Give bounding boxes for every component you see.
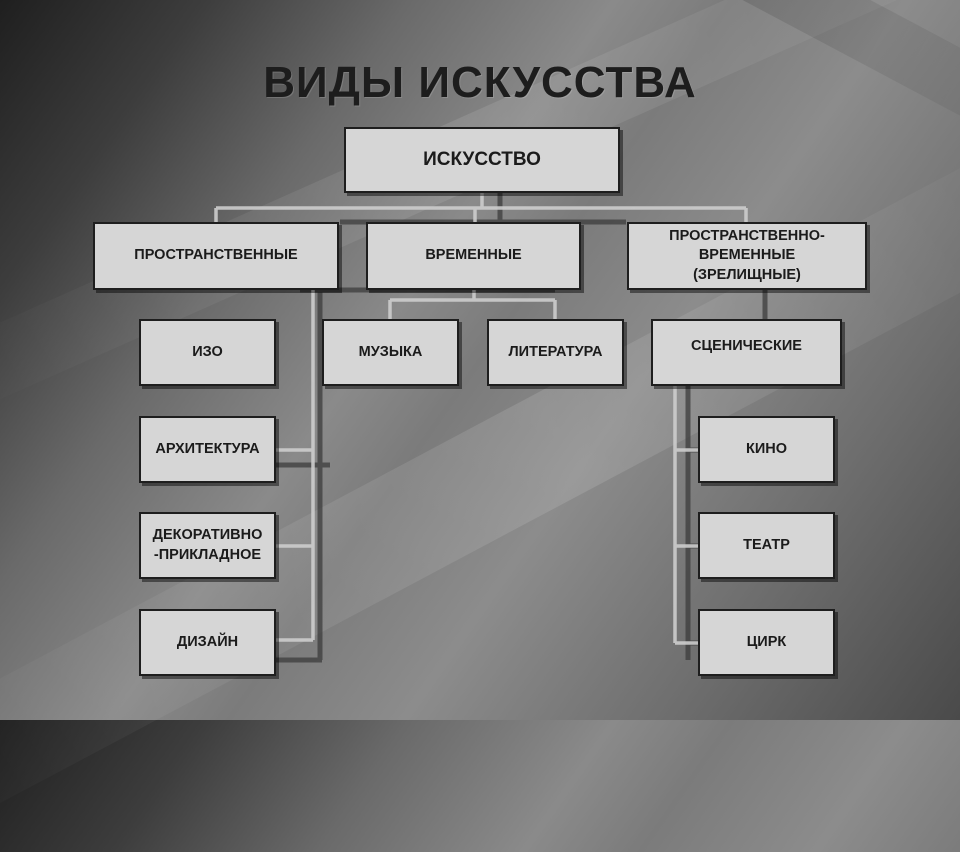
node-music-label: МУЗЫКА xyxy=(358,343,423,360)
node-design-label: ДИЗАЙН xyxy=(176,633,239,650)
node-decorative-applied-label-line-2: -ПРИКЛАДНОЕ xyxy=(153,546,262,563)
node-circus-label: ЦИРК xyxy=(746,633,787,650)
node-temporal-arts-label: ВРЕМЕННЫЕ xyxy=(425,247,522,264)
connector-lines xyxy=(214,193,768,663)
node-spatial-arts: ПРОСТРАНСТВЕННЫЕ xyxy=(93,222,339,290)
node-spatial-arts-label: ПРОСТРАНСТВЕННЫЕ xyxy=(134,247,298,264)
node-decorative-applied-label-line-1: ДЕКОРАТИВНО xyxy=(152,526,263,543)
node-circus: ЦИРК xyxy=(698,609,835,676)
node-art-label: ИСКУССТВО xyxy=(423,149,541,171)
node-literature: ЛИТЕРАТУРА xyxy=(487,319,624,386)
node-art: ИСКУССТВО xyxy=(344,127,620,193)
page-title: ВИДЫ ИСКУССТВА xyxy=(263,58,697,107)
node-architecture: АРХИТЕКТУРА xyxy=(139,416,276,483)
node-spatiotemporal-arts-label-line-3: (ЗРЕЛИЩНЫЕ) xyxy=(693,266,801,283)
connectors-light xyxy=(214,193,748,645)
node-architecture-label: АРХИТЕКТУРА xyxy=(155,440,260,457)
node-cinema-label: КИНО xyxy=(745,440,788,457)
node-design: ДИЗАЙН xyxy=(139,609,276,676)
node-stage-arts-label: СЦЕНИЧЕСКИЕ xyxy=(691,338,802,354)
node-music: МУЗЫКА xyxy=(322,319,459,386)
node-spatiotemporal-arts-label-line-1: ПРОСТРАНСТВЕННО- xyxy=(669,227,825,244)
node-literature-label: ЛИТЕРАТУРА xyxy=(508,343,603,360)
node-spatiotemporal-arts-label-line-2: ВРЕМЕННЫЕ xyxy=(698,247,796,264)
node-temporal-arts: ВРЕМЕННЫЕ xyxy=(366,222,581,290)
node-spatiotemporal-arts: ПРОСТРАНСТВЕННО- ВРЕМЕННЫЕ (ЗРЕЛИЩНЫЕ) xyxy=(627,222,867,290)
node-fine-art: ИЗО xyxy=(139,319,276,386)
node-fine-art-label: ИЗО xyxy=(192,343,223,360)
node-theatre: ТЕАТР xyxy=(698,512,835,579)
node-cinema: КИНО xyxy=(698,416,835,483)
node-decorative-applied: ДЕКОРАТИВНО -ПРИКЛАДНОЕ xyxy=(139,512,276,579)
node-stage-arts: СЦЕНИЧЕСКИЕ xyxy=(651,319,842,386)
node-theatre-label: ТЕАТР xyxy=(743,536,790,553)
